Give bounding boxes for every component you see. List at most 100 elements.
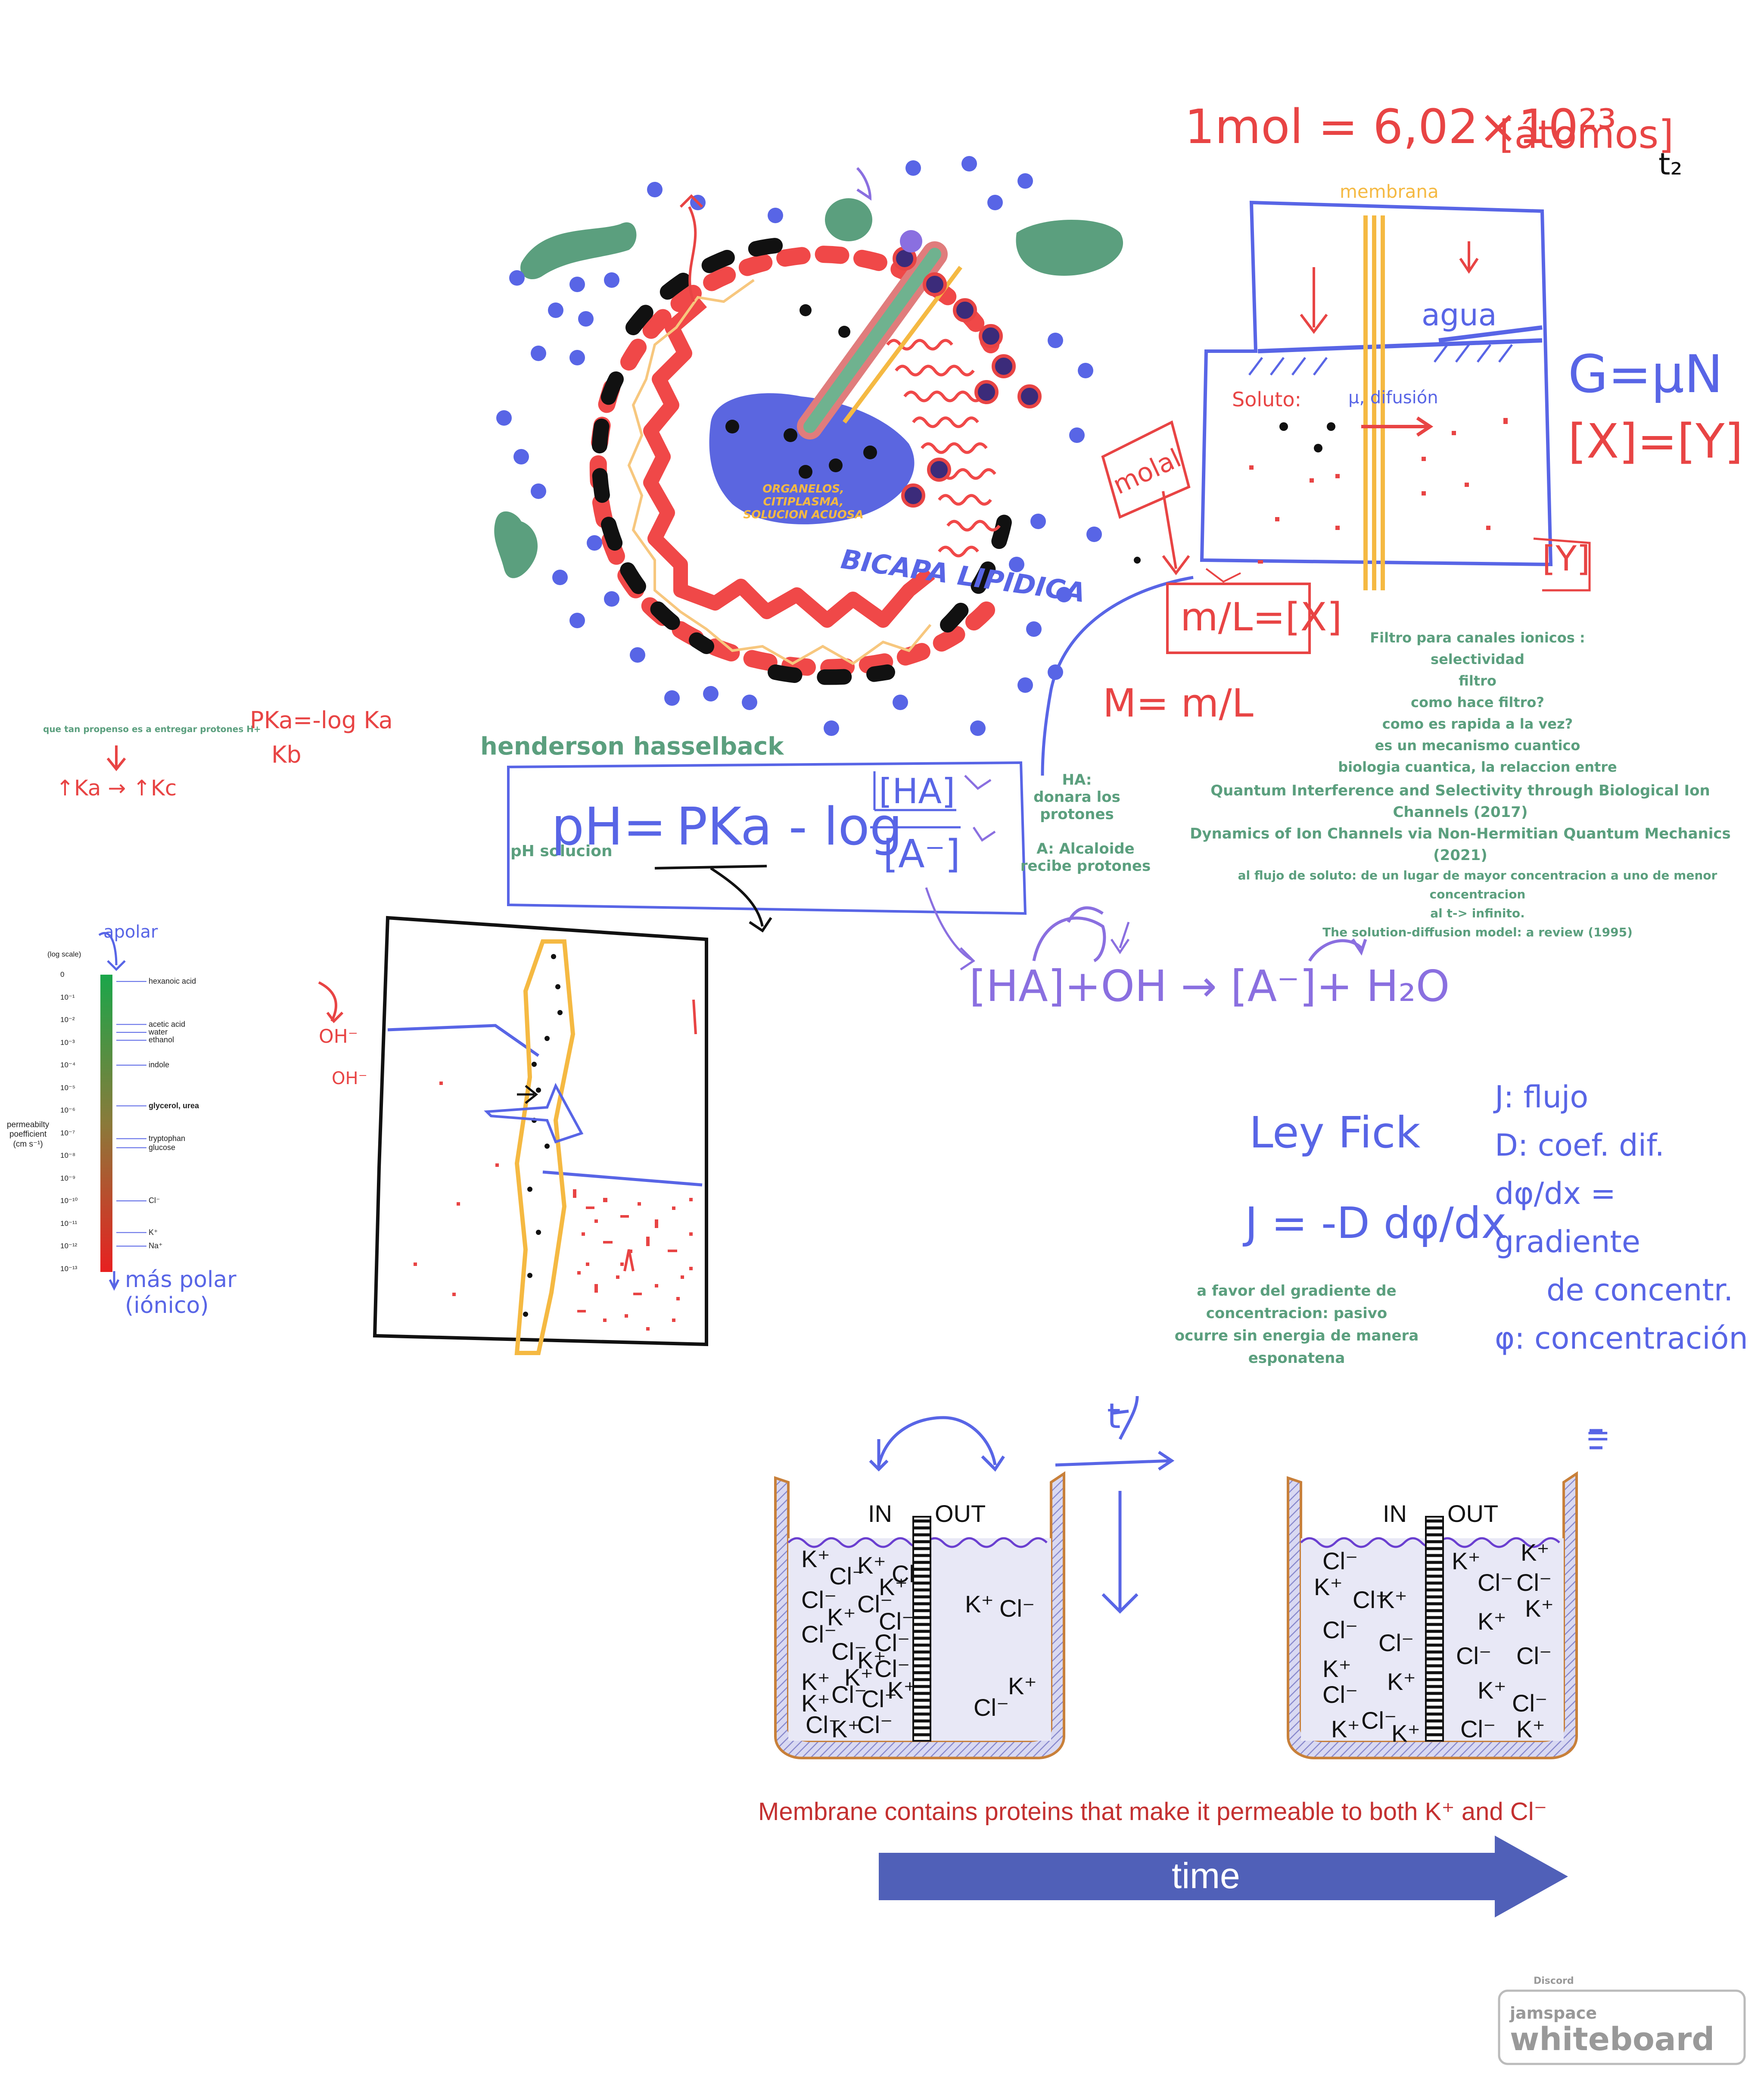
- permeability-item: indole: [149, 1060, 170, 1069]
- permeability-item: water: [149, 1027, 168, 1036]
- discord-label: Discord: [1534, 1976, 1574, 1986]
- gradiente-notes: a favor del gradiente de concentracion: …: [1137, 1280, 1456, 1369]
- henderson-title: henderson hasselback: [480, 733, 784, 761]
- whiteboard-label: whiteboard: [1510, 2021, 1715, 2058]
- ion-right-in: K⁺: [1391, 1720, 1420, 1747]
- axis-title-line-2: poefficient: [9, 1130, 47, 1139]
- diffusion-box: [373, 916, 708, 1355]
- ion-right-out: K⁺: [1521, 1539, 1549, 1566]
- ion-right-in: Cl⁻: [1353, 1586, 1388, 1613]
- jamspace-logo: [1498, 1989, 1746, 2065]
- ion-right-in: K⁺: [1378, 1586, 1407, 1613]
- filtro-notes: Filtro para canales ionicos : selectivid…: [1322, 627, 1633, 778]
- tick-label: 10⁻⁹: [60, 1174, 76, 1182]
- ion-right-out: K⁺: [1525, 1595, 1554, 1622]
- filtro-line-5: es un mecanismo cuantico: [1375, 737, 1580, 754]
- gradiente-line-2: ocurre sin energia de manera esponatena: [1174, 1327, 1419, 1367]
- ha-bracket: [HA]: [879, 771, 955, 811]
- ion-left-in: K⁺: [801, 1545, 830, 1572]
- mu-difusion-label: μ, difusión: [1348, 388, 1438, 408]
- mas-polar-label: más polar (iónico): [125, 1267, 236, 1319]
- ion-left-in: Cl⁻: [806, 1711, 841, 1738]
- tick-label: 10⁻⁵: [60, 1083, 75, 1092]
- tick-label: 0: [60, 970, 65, 979]
- flujo-line-3: The solution-diffusion model: a review (…: [1322, 925, 1633, 939]
- paper-1: Quantum Interference and Selectivity thr…: [1210, 782, 1710, 821]
- apolar-label: apolar: [103, 922, 158, 942]
- ion-right-out: Cl⁻: [1456, 1642, 1492, 1669]
- permeability-item: hexanoic acid: [149, 976, 196, 985]
- ion-left-in: Cl⁻: [801, 1621, 837, 1648]
- a-minus-bracket: [A⁻]: [883, 832, 961, 877]
- ion-left-in: K⁺: [801, 1668, 830, 1695]
- ion-left-in: K⁺: [857, 1552, 886, 1579]
- filtro-line-6: biologia cuantica, la relaccion entre: [1338, 759, 1617, 775]
- ion-right-out: Cl⁻: [1516, 1642, 1552, 1669]
- tick-label: 10⁻¹²: [60, 1242, 78, 1250]
- ion-left-out: K⁺: [1008, 1672, 1037, 1699]
- filtro-line-3: como hace filtro?: [1411, 694, 1544, 711]
- reaction-equation: [HA]+OH → [A⁻]+ H₂O: [969, 961, 1450, 1011]
- ion-right-out: Cl⁻: [1478, 1569, 1513, 1596]
- ion-left-out: Cl⁻: [999, 1595, 1035, 1622]
- permeability-item: Na⁺: [149, 1241, 163, 1250]
- ion-left-in: K⁺: [887, 1677, 916, 1704]
- mas-polar-line-2: (iónico): [125, 1293, 209, 1319]
- ley-fick-label: Ley Fick: [1249, 1107, 1421, 1158]
- g-equation: G=μN: [1568, 345, 1723, 405]
- y-bracket: [Y]: [1542, 539, 1590, 579]
- ion-right-out: Cl⁻: [1512, 1689, 1548, 1717]
- permeability-item: tryptophan: [149, 1134, 186, 1143]
- time-label: time: [1172, 1855, 1240, 1896]
- chart-annotations: [106, 745, 344, 1023]
- a-label: A: Alcaloide: [1036, 840, 1135, 857]
- a-description: A: Alcaloide recibe protones: [1017, 840, 1154, 875]
- henderson-box: [507, 761, 1130, 971]
- ion-right-in: K⁺: [1387, 1668, 1416, 1695]
- ion-right-out: Cl⁻: [1460, 1715, 1496, 1742]
- ion-right-out: K⁺: [1452, 1547, 1481, 1574]
- beaker-right: [1287, 1471, 1578, 1759]
- tick-label: 10⁻⁶: [60, 1106, 75, 1114]
- fick-definitions: J: flujo D: coef. dif. dφ/dx = gradiente…: [1495, 1073, 1764, 1362]
- ion-right-out: K⁺: [1478, 1608, 1506, 1635]
- grad-def-2: de concentr.: [1546, 1272, 1733, 1308]
- tick-label: 10⁻¹⁰: [60, 1197, 78, 1205]
- tick-label: 10⁻¹: [60, 993, 75, 1001]
- oh-label-2: OH⁻: [332, 1069, 367, 1088]
- filtro-line-2: filtro: [1459, 673, 1496, 689]
- permeability-item: ethanol: [149, 1035, 174, 1044]
- ha-label: HA:: [1062, 771, 1092, 789]
- organelos-label: ORGANELOS, CITIPLASMA, SOLUCION ACUOSA: [741, 483, 866, 521]
- membrane-box-diagram: [1041, 200, 1553, 776]
- ion-right-in: Cl⁻: [1322, 1547, 1358, 1574]
- solucion-line: SOLUCION ACUOSA: [743, 508, 864, 521]
- flujo-notes: al flujo de soluto: de un lugar de mayor…: [1198, 866, 1758, 942]
- ion-left-in: Cl⁻: [879, 1608, 915, 1635]
- ph-lhs: pH=: [551, 797, 666, 857]
- oh-label-1: OH⁻: [319, 1026, 358, 1047]
- ion-left-in: Cl⁻: [874, 1629, 910, 1656]
- permeability-item: glycerol, urea: [149, 1101, 199, 1110]
- ha-description: HA: donara los protones: [1008, 771, 1146, 823]
- tick-label: 10⁻²: [60, 1016, 75, 1024]
- j-def: J: flujo: [1495, 1079, 1589, 1115]
- ion-left-in: Cl⁻: [801, 1586, 837, 1613]
- filtro-line-4: como es rapida a la vez?: [1382, 716, 1573, 732]
- axis-title-line-1: permeabilty: [6, 1120, 50, 1129]
- cell-diagram: [494, 156, 1123, 736]
- tick-label: 10⁻⁷: [60, 1128, 75, 1137]
- gradiente-line-1: a favor del gradiente de concentracion: …: [1197, 1282, 1397, 1322]
- phi-def: φ: concentración: [1495, 1321, 1748, 1356]
- beaker-caption: Membrane contains proteins that make it …: [758, 1798, 1547, 1826]
- t2-label: t₂: [1658, 147, 1683, 182]
- fick-equation: J = -D dφ/dx: [1245, 1198, 1507, 1248]
- out-label-left: OUT: [935, 1500, 986, 1527]
- in-label-left: IN: [868, 1500, 892, 1527]
- permeability-item: glucose: [149, 1143, 176, 1152]
- ion-left-in: Cl⁻: [862, 1685, 897, 1712]
- m-over-l: m/L=[X]: [1180, 595, 1342, 640]
- permeability-item: K⁺: [149, 1228, 158, 1237]
- pka-equation: PKa=-log Ka: [250, 707, 393, 734]
